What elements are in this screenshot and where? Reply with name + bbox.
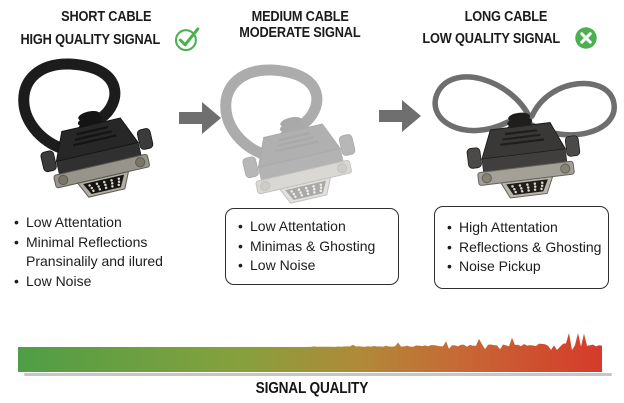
list-item: •Low Noise [14,272,214,292]
header-medium-cable: MEDIUM CABLE MODERATE SIGNAL [212,9,388,41]
header-short-line2: HIGH QUALITY SIGNAL [20,32,161,48]
list-item: •High Attentation [447,218,608,238]
header-medium-line1: MEDIUM CABLE [251,9,349,25]
list-item: •Minimas & Ghosting [238,237,398,257]
bullet-icon: • [447,238,452,255]
list-item-wrap: Pransinalily and ilured [26,253,163,269]
header-short-cable: SHORT CABLE HIGH QUALITY SIGNAL [6,9,206,56]
bullet-icon: • [238,218,243,234]
header-medium-line2: MODERATE SIGNAL [239,25,361,41]
short-vga-cable-image [18,58,162,200]
bullet-icon: • [14,214,19,230]
x-circle-icon [573,25,599,55]
list-item: •Noise Pickup [447,257,608,277]
list-item: •Reflections & Ghosting [447,238,608,258]
check-circle-icon [174,25,201,56]
signal-effects-box-medium: •Low Attentation •Minimas & Ghosting •Lo… [225,208,399,285]
header-long-line2: LOW QUALITY SIGNAL [422,31,560,47]
bullet-icon: • [238,257,243,273]
header-long-cable: LONG CABLE LOW QUALITY SIGNAL [408,9,604,55]
bullet-icon: • [14,233,19,250]
list-item: •Minimal Reflections [14,233,214,253]
bullet-icon: • [447,258,452,274]
bar-shadow-line [24,373,612,376]
signal-effects-box-long: •High Attentation •Reflections & Ghostin… [434,206,609,289]
signal-effects-list-short: •Low Attentation •Minimal Reflections Pr… [14,213,214,291]
header-short-line1: SHORT CABLE [60,9,152,25]
bullet-icon: • [14,272,19,289]
list-item: •Low Attentation [238,217,398,237]
arrow-right-icon [179,102,221,134]
list-item: •Low Noise [238,256,398,276]
signal-quality-caption: SIGNAL QUALITY [255,380,369,397]
bullet-icon: • [447,219,452,235]
header-long-line1: LONG CABLE [464,9,548,25]
signal-quality-gradient-bar [18,333,602,372]
medium-vga-cable-image-faded [220,64,364,206]
arrow-right-icon [379,100,421,132]
long-vga-cable-image [432,74,617,200]
list-item: •Low Attentation [14,213,214,233]
bullet-icon: • [238,237,243,254]
